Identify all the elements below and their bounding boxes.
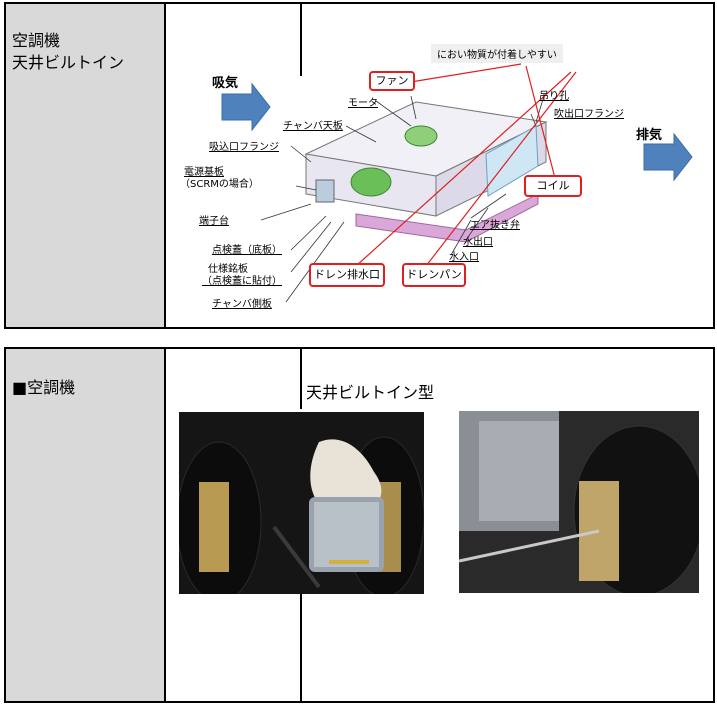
label-motor: モータ <box>348 98 378 109</box>
intake-arrow-icon <box>221 82 271 132</box>
label-outlet-flange: 吹出口フランジ <box>554 109 624 120</box>
label-hanger: 吊り孔 <box>539 91 569 102</box>
label-drain-pan: ドレンパン <box>402 263 466 287</box>
label-spec-plate-sub: （点検蓋に貼付） <box>202 276 282 287</box>
panel-bottom-left-column: ■空調機 <box>6 349 166 701</box>
divider-line <box>300 4 302 76</box>
label-chamber-top: チャンバ天板 <box>283 121 343 132</box>
label-drain-outlet: ドレン排水口 <box>309 263 385 287</box>
label-inspection-lid: 点検蓋（底板） <box>212 245 282 256</box>
label-coil: コイル <box>524 175 582 197</box>
label-fan: ファン <box>369 71 415 91</box>
label-terminal: 端子台 <box>199 216 229 227</box>
divider-line-bottom-lower <box>300 589 302 703</box>
left-line-1: 空調機 <box>12 31 61 50</box>
panel-bottom: ■空調機 天井ビルトイン型 <box>4 347 715 703</box>
label-water-out: 水出口 <box>463 237 493 248</box>
panel-top-left-text: 空調機 天井ビルトイン <box>12 30 124 74</box>
panel-top-left-column: 空調機 天井ビルトイン <box>6 4 166 327</box>
label-air-vent: エア抜き弁 <box>470 220 520 231</box>
odor-note: におい物質が付着しやすい <box>431 44 563 63</box>
label-intake-flange: 吸込口フランジ <box>209 142 279 153</box>
photo-fan-motor <box>179 412 424 594</box>
intake-label: 吸気 <box>212 76 239 91</box>
label-water-in: 水入口 <box>449 252 479 263</box>
drain-pan-shape <box>355 193 539 243</box>
photo-fan-wheel <box>459 411 699 593</box>
panel-bottom-left-label: ■空調機 <box>12 378 76 397</box>
coil-block <box>485 125 539 197</box>
panel-bottom-title: 天井ビルトイン型 <box>306 383 435 402</box>
divider-line-bottom-upper <box>300 349 302 409</box>
exhaust-label: 排気 <box>636 128 663 143</box>
label-chamber-side: チャンバ側板 <box>212 299 272 310</box>
exhaust-arrow-icon <box>643 132 693 182</box>
panel-top: 空調機 天井ビルトイン <box>4 2 715 329</box>
label-power-board-sub: （SCRMの場合） <box>180 179 259 190</box>
fan-shape <box>350 167 392 197</box>
label-power-board: 電源基板 <box>184 167 224 178</box>
label-spec-plate: 仕様銘板 <box>208 264 248 275</box>
left-line-2: 天井ビルトイン <box>12 53 125 72</box>
